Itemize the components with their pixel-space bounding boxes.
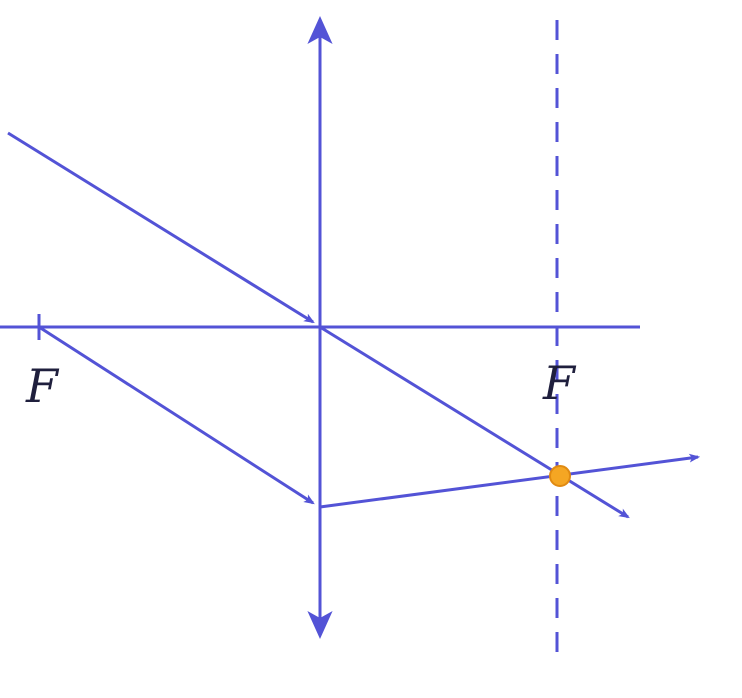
transmitted-ray-through-center [319,325,630,519]
incident-ray-through-center [7,131,315,324]
incident-ray-from-left-focus [38,325,315,505]
refracted-ray [319,453,701,509]
right-focus-label: F [542,356,577,410]
left-focus-label: F [25,359,60,413]
intersection-point [549,465,571,487]
